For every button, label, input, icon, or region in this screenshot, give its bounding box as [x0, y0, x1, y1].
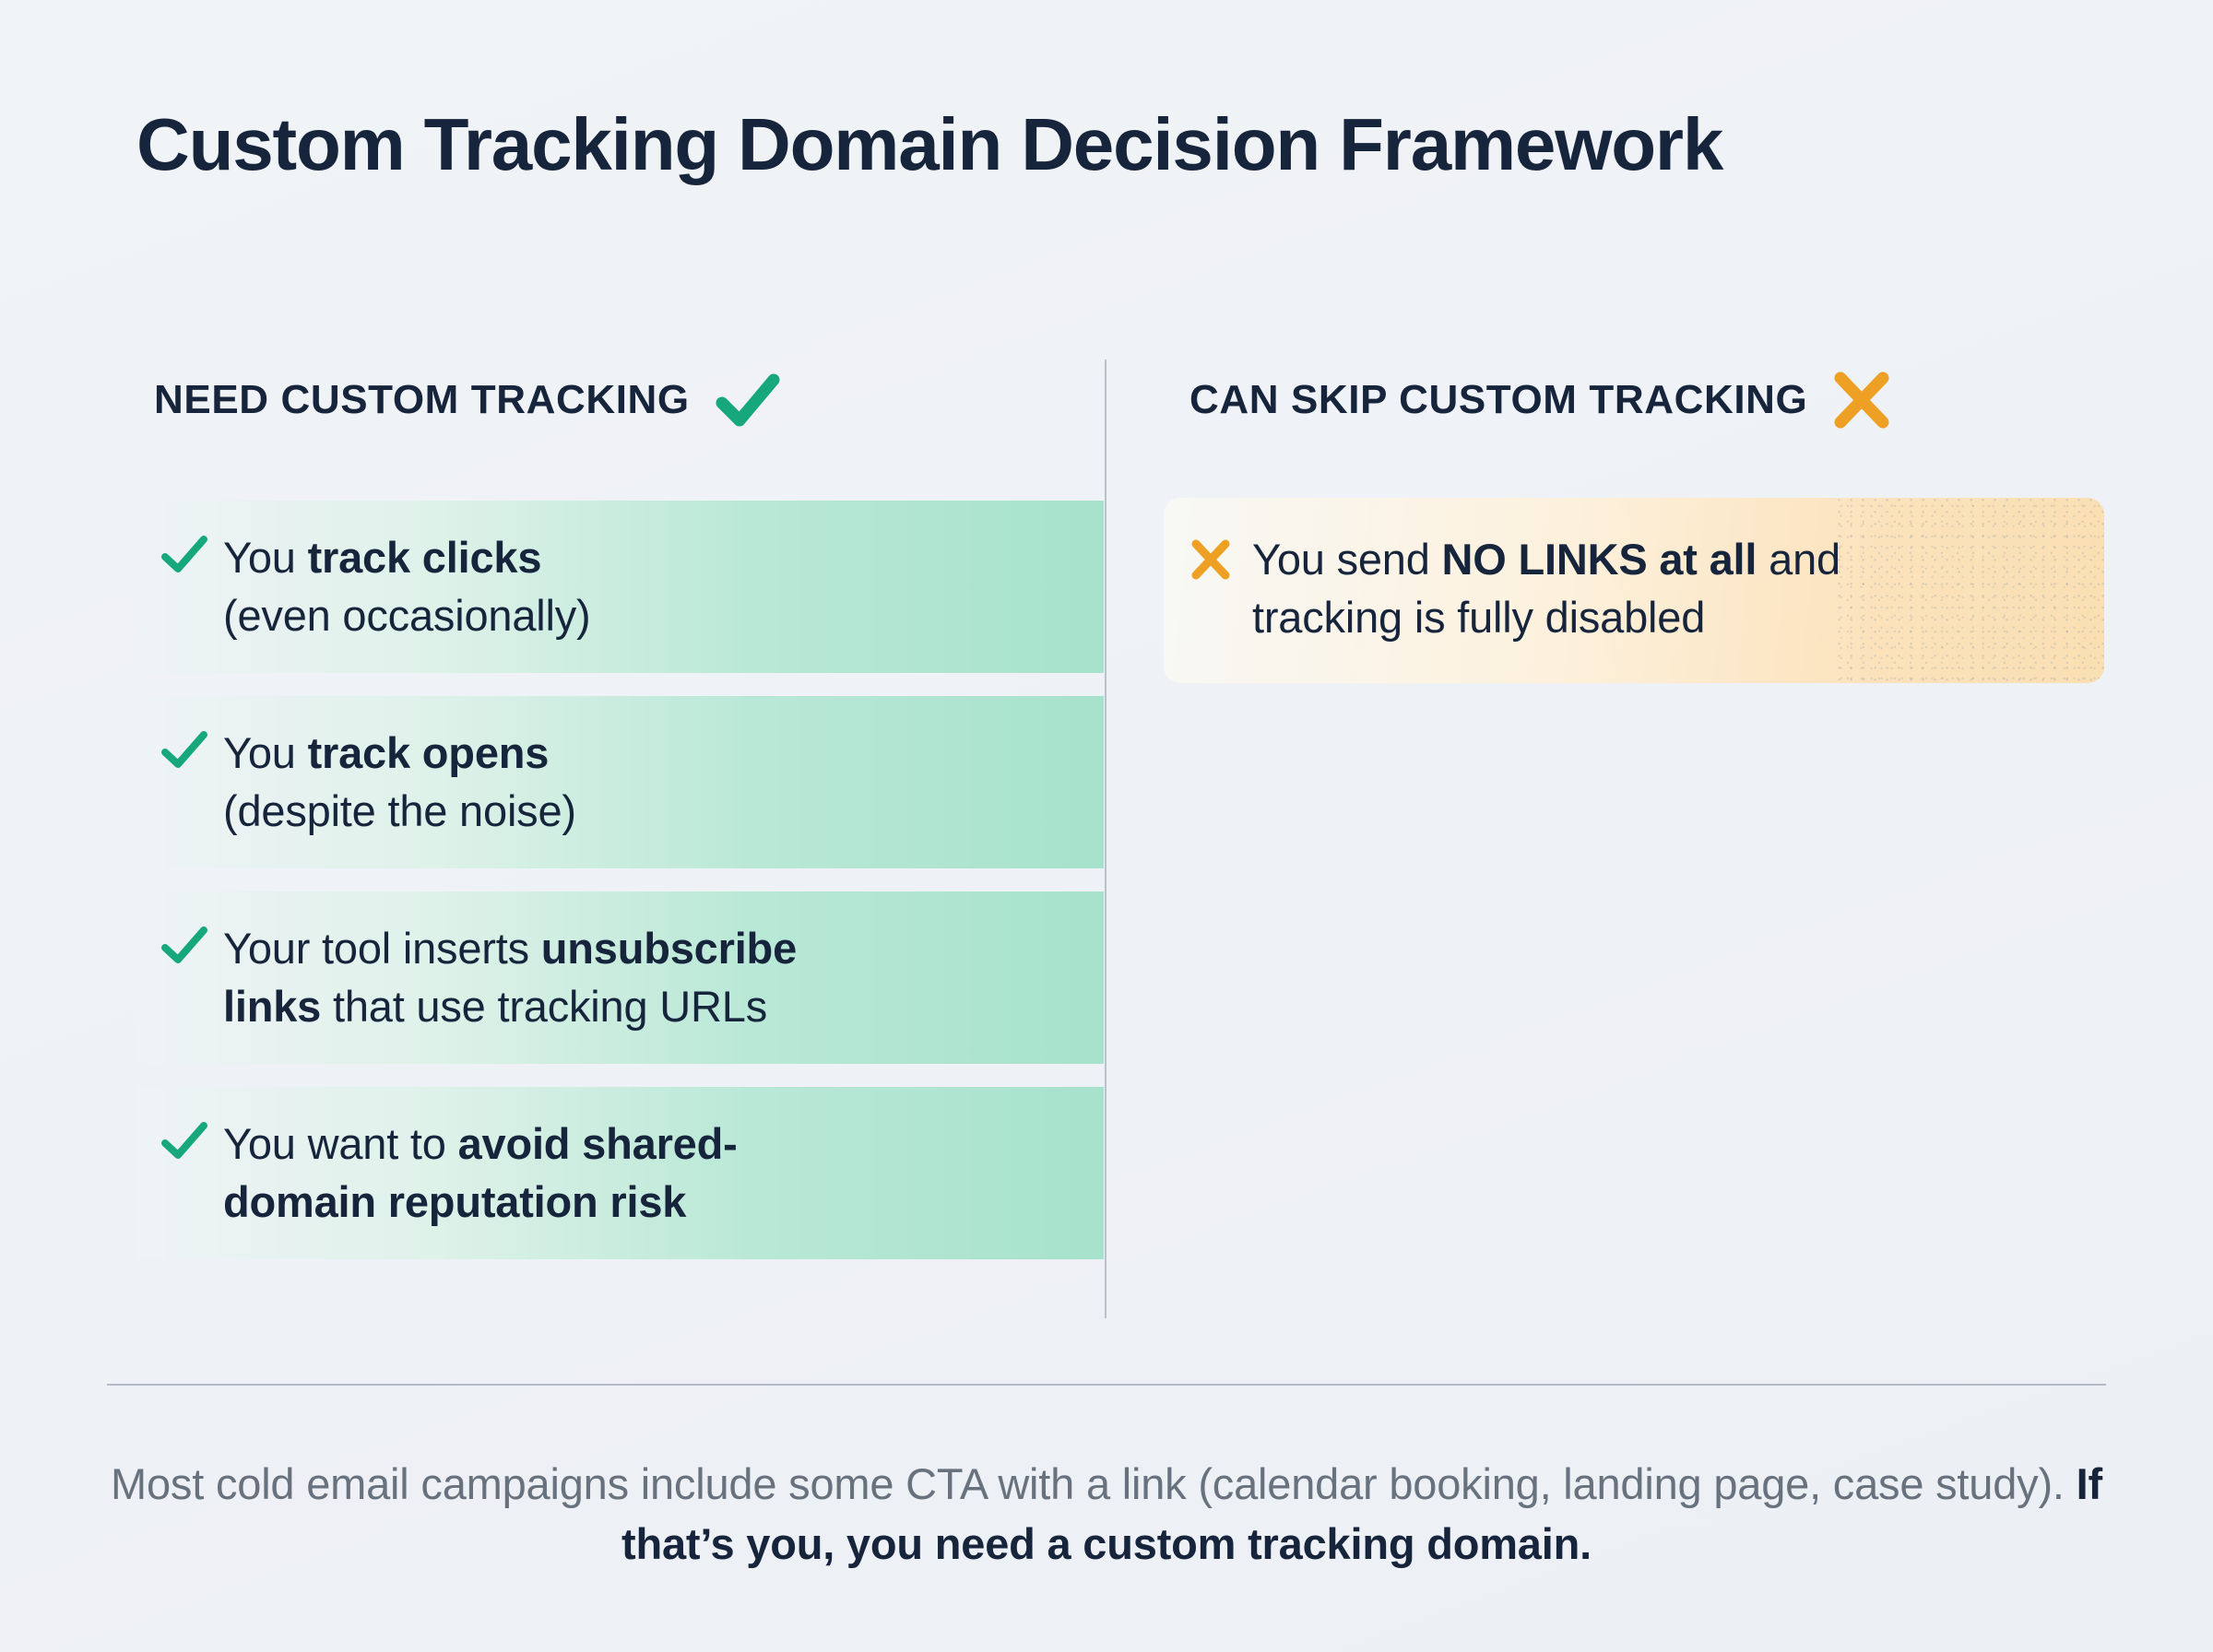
item-line2-lead: (despite the noise)	[223, 785, 576, 835]
can-skip-custom-tracking-list: You send NO LINKS at all and tracking is…	[1164, 498, 2104, 683]
item-lead: You	[223, 533, 308, 582]
need-custom-tracking-list: You track clicks (even occasionally) You…	[136, 501, 1104, 1259]
item-bold: avoid shared-	[457, 1119, 738, 1168]
check-icon	[161, 1122, 207, 1159]
page-title: Custom Tracking Domain Decision Framewor…	[136, 103, 1723, 185]
item-bold: track opens	[307, 728, 550, 777]
column-header-need-custom-tracking: NEED CUSTOM TRACKING	[154, 364, 782, 436]
item-tail: and	[1757, 535, 1840, 584]
footer-note-normal: Most cold email campaigns include some C…	[111, 1459, 2077, 1508]
list-item-text: You send NO LINKS at all and tracking is…	[1252, 531, 2064, 646]
list-item: Your tool inserts unsubscribe links that…	[136, 891, 1104, 1064]
list-item: You send NO LINKS at all and tracking is…	[1164, 498, 2104, 683]
item-bold: track clicks	[307, 533, 542, 582]
check-icon	[161, 926, 207, 963]
footer-divider	[107, 1384, 2106, 1386]
item-lead: Your tool inserts	[223, 924, 541, 973]
item-line2-bold: links	[223, 981, 322, 1031]
list-item-text: You track opens (despite the noise)	[223, 725, 1067, 840]
list-item-text: Your tool inserts unsubscribe links that…	[223, 920, 1067, 1035]
list-item-text: You want to avoid shared- domain reputat…	[223, 1115, 1067, 1231]
item-bold: NO LINKS at all	[1441, 535, 1757, 584]
footer-note: Most cold email campaigns include some C…	[111, 1455, 2102, 1575]
list-item-text: You track clicks (even occasionally)	[223, 529, 1067, 644]
column-header-label-left: NEED CUSTOM TRACKING	[154, 377, 690, 422]
check-icon	[716, 373, 780, 427]
item-line2-tail: that use tracking URLs	[321, 981, 768, 1031]
check-icon	[161, 536, 207, 572]
x-icon	[1191, 539, 1230, 580]
item-lead: You	[223, 728, 308, 777]
item-lead: You want to	[223, 1119, 458, 1168]
item-line2-bold: domain reputation risk	[223, 1176, 687, 1226]
x-icon	[1834, 372, 1889, 429]
column-header-can-skip-custom-tracking: CAN SKIP CUSTOM TRACKING	[1189, 364, 1892, 436]
check-icon	[161, 731, 207, 768]
item-line2-lead: tracking is fully disabled	[1252, 592, 1706, 642]
list-item: You track clicks (even occasionally)	[136, 501, 1104, 673]
column-header-label-right: CAN SKIP CUSTOM TRACKING	[1189, 377, 1808, 422]
item-bold: unsubscribe	[540, 924, 798, 973]
footer-note-emphasis: If that’s you, you need a custom trackin…	[621, 1459, 2102, 1568]
item-lead: You send	[1252, 535, 1442, 584]
column-divider	[1105, 360, 1106, 1318]
list-item: You want to avoid shared- domain reputat…	[136, 1087, 1104, 1259]
list-item: You track opens (despite the noise)	[136, 696, 1104, 868]
item-line2-lead: (even occasionally)	[223, 590, 591, 640]
